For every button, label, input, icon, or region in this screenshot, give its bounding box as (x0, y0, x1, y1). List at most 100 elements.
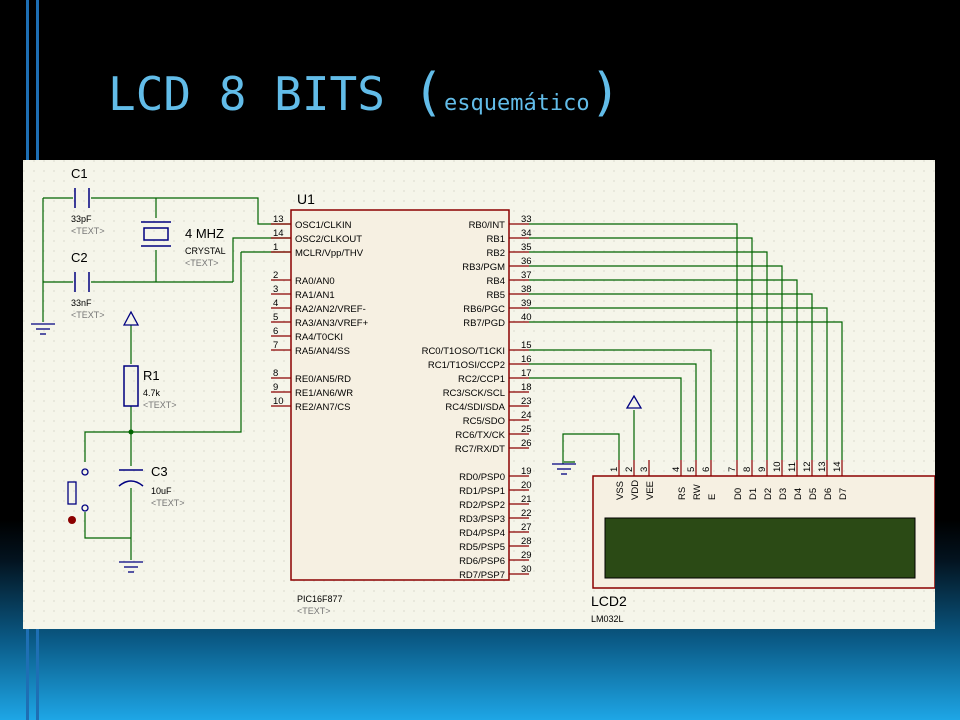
lcd-pin-13-name: D6 (823, 488, 834, 500)
wire-rb0-d0 (529, 223, 738, 460)
xtal-freq: 4 MHZ (185, 226, 224, 241)
reset-button (67, 468, 89, 512)
wire-rb2-d2 (529, 251, 768, 460)
lcd-pin-14-name: D7 (838, 488, 849, 500)
u1-pin-14-name: OSC2/CLKOUT (295, 234, 362, 245)
u1-pin-27-number: 27 (521, 522, 532, 533)
u1-pin-25-number: 25 (521, 424, 532, 435)
u1-pin-18-number: 18 (521, 382, 532, 393)
r1-ref: R1 (143, 368, 160, 383)
u1-pin-33-name: RB0/INT (469, 220, 506, 231)
u1-ref: U1 (297, 191, 315, 207)
u1-pin-1-number: 1 (273, 242, 278, 253)
lcd-pin-8-number: 8 (742, 467, 753, 472)
capacitor-c3 (118, 469, 144, 487)
u1-pin-14-number: 14 (273, 228, 284, 239)
u1-pin-6-name: RA4/T0CKI (295, 332, 343, 343)
lcd-pin-11-name: D4 (793, 488, 804, 500)
u1-pin-36-number: 36 (521, 256, 532, 267)
wire-rb5-d5 (529, 293, 813, 460)
schematic-panel: C1 33pF <TEXT> C2 33nF <TEXT> 4 MHZ CRYS… (23, 160, 935, 629)
u1-pin-19-number: 19 (521, 466, 532, 477)
u1-pin-24-name: RC5/SDO (463, 416, 505, 427)
lcd-pin-6-number: 6 (701, 467, 712, 472)
data-wires (529, 223, 843, 460)
lcd-pin-7-number: 7 (727, 467, 738, 472)
c3-text: <TEXT> (151, 498, 185, 508)
u1-pin-24-number: 24 (521, 410, 532, 421)
c1-value: 33pF (71, 214, 92, 224)
c2-value: 33nF (71, 298, 92, 308)
u1-pin-39-name: RB6/PGC (463, 304, 505, 315)
lcd-pin-9-name: D2 (763, 488, 774, 500)
lcd-pin-12-number: 12 (802, 461, 813, 472)
lcd-pin-4-number: 4 (671, 467, 682, 472)
u1-pin-29-number: 29 (521, 550, 532, 561)
u1-pin-21-name: RD2/PSP2 (459, 500, 505, 511)
title-open-paren: ( (412, 63, 444, 123)
u1-pin-27-name: RD4/PSP4 (459, 528, 505, 539)
vcc-arrow-r1 (122, 310, 140, 326)
u1-pin-37-name: RB4 (487, 276, 505, 287)
lcd-pin-5-number: 5 (686, 467, 697, 472)
u1-pin-3-number: 3 (273, 284, 278, 295)
wire-reset-network (84, 325, 132, 560)
u1-part: PIC16F877 (297, 594, 343, 604)
lcd-pins: 1VSS2VDD3VEE4RS5RW6E7D08D19D210D311D412D… (609, 460, 849, 500)
lcd-pin-1-number: 1 (609, 467, 620, 472)
xtal-type: CRYSTAL (185, 246, 226, 256)
lcd-pin-2-name: VDD (630, 480, 641, 500)
u1-pin-17-number: 17 (521, 368, 532, 379)
u1-pin-10-name: RE2/AN7/CS (295, 402, 350, 413)
u1-left-pins: 13OSC1/CLKIN14OSC2/CLKOUT1MCLR/Vpp/THV2R… (271, 214, 369, 413)
junction-r1 (128, 429, 134, 435)
vcc-arrow-lcd (625, 394, 643, 409)
capacitor-c2 (74, 272, 90, 292)
c3-ref: C3 (151, 464, 168, 479)
r1-value: 4.7k (143, 388, 161, 398)
lcd-pin-3-name: VEE (645, 481, 656, 500)
u1-pin-34-number: 34 (521, 228, 532, 239)
u1-pin-4-number: 4 (273, 298, 278, 309)
wire-rb6-d6 (529, 307, 828, 460)
u1-pin-13-name: OSC1/CLKIN (295, 220, 352, 231)
u1-pin-40-name: RB7/PGD (463, 318, 505, 329)
u1-right-pins: 33RB0/INT34RB135RB236RB3/PGM37RB438RB539… (422, 214, 532, 581)
u1-pin-18-name: RC3/SCK/SCL (443, 388, 505, 399)
lcd-pin-12-name: D5 (808, 488, 819, 500)
lcd-pin-9-number: 9 (757, 467, 768, 472)
capacitor-c1 (74, 188, 90, 208)
u1-pin-26-name: RC7/RX/DT (455, 444, 505, 455)
wire-rc0-control (529, 349, 712, 460)
wire-rb7-d7 (529, 321, 843, 460)
title-close-paren: ) (589, 63, 621, 123)
u1-pin-13-number: 13 (273, 214, 284, 225)
lcd-pin-8-name: D1 (748, 488, 759, 500)
u1-pin-22-number: 22 (521, 508, 532, 519)
u1-pin-8-number: 8 (273, 368, 278, 379)
ground-symbol-c3 (119, 561, 143, 573)
title-subtitle: esquemático (443, 91, 590, 116)
u1-pin-39-number: 39 (521, 298, 532, 309)
u1-pin-1-name: MCLR/Vpp/THV (295, 248, 364, 259)
u1-pin-29-name: RD6/PSP6 (459, 556, 505, 567)
crystal-x1 (141, 221, 171, 247)
lcd-pin-3-number: 3 (639, 467, 650, 472)
lcd-pin-10-number: 10 (772, 461, 783, 472)
u1-pin-16-number: 16 (521, 354, 532, 365)
ground-symbol-lcd (552, 463, 576, 475)
xtal-text: <TEXT> (185, 258, 219, 268)
lcd-ref: LCD2 (591, 593, 627, 609)
lcd-pin-1-name: VSS (615, 481, 626, 500)
c3-value: 10uF (151, 486, 172, 496)
u1-pin-5-name: RA3/AN3/VREF+ (295, 318, 369, 329)
u1-pin-16-name: RC1/T1OSI/CCP2 (428, 360, 505, 371)
wire-lcd-power (562, 410, 635, 464)
u1-pin-38-number: 38 (521, 284, 532, 295)
lcd-pin-11-number: 11 (787, 462, 798, 472)
lcd-pin-14-number: 14 (832, 461, 843, 472)
wire-rc1-control (529, 363, 697, 460)
u1-pin-9-number: 9 (273, 382, 278, 393)
lcd-screen (604, 517, 916, 579)
u1-pin-5-number: 5 (273, 312, 278, 323)
